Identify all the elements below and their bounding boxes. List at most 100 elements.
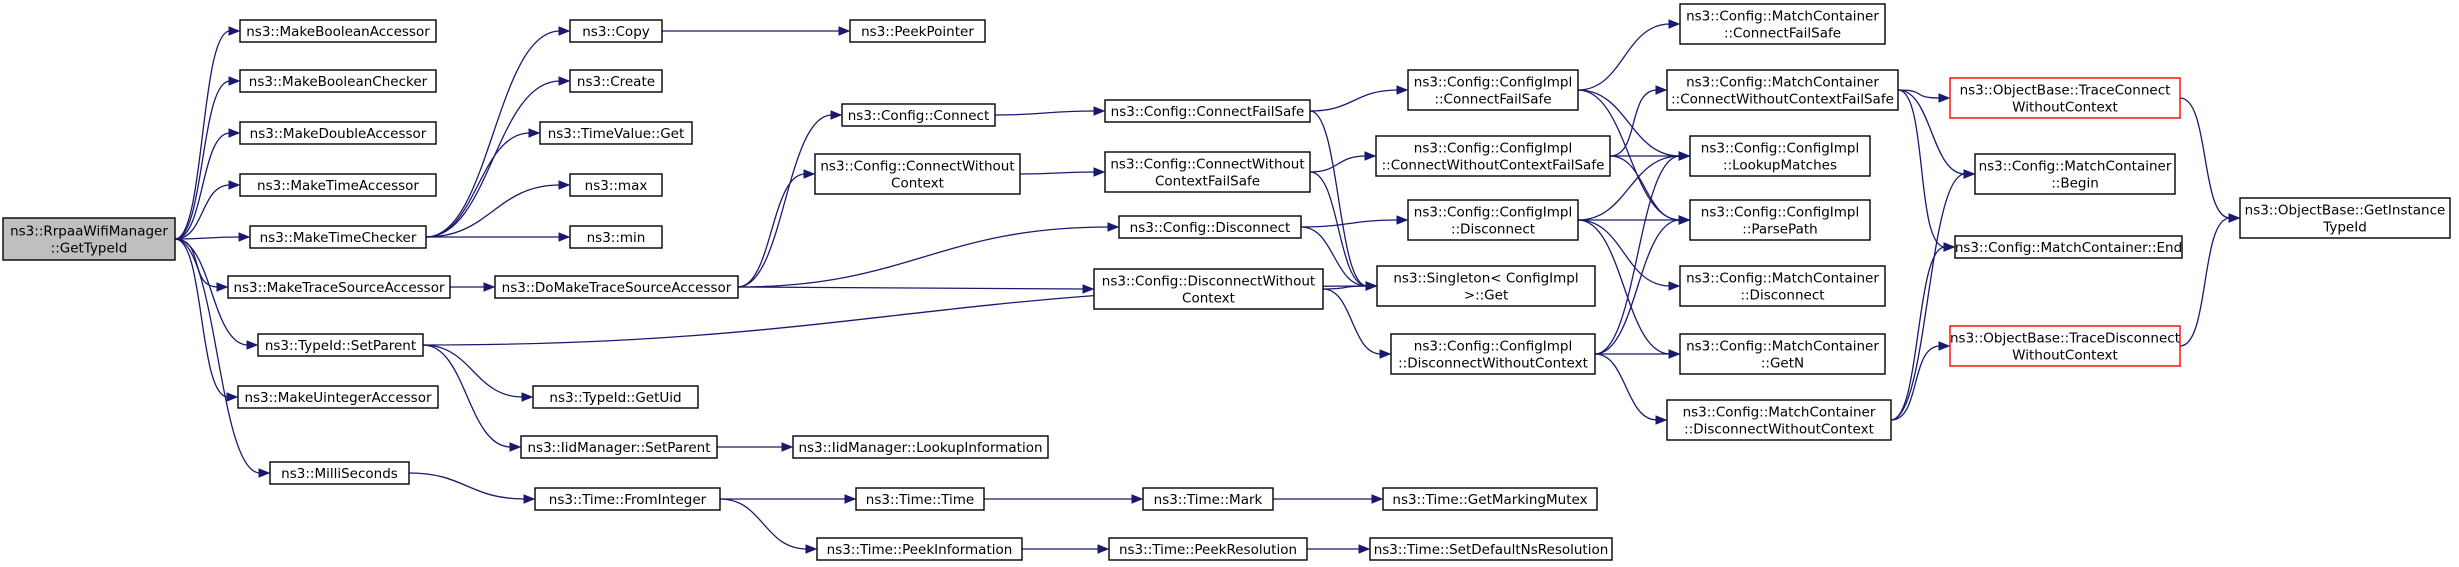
node-mc-disconnect[interactable]: ns3::Config::MatchContainer::Disconnect [1679, 265, 1886, 307]
node-config-connect-fail-safe[interactable]: ns3::Config::ConnectFailSafe [1104, 99, 1311, 123]
node-create[interactable]: ns3::Create [569, 69, 663, 93]
node-time-value-get[interactable]: ns3::TimeValue::Get [539, 121, 693, 145]
node-make-double-accessor[interactable]: ns3::MakeDoubleAccessor [239, 121, 437, 145]
node-box [1108, 537, 1308, 561]
node-time-peek-resolution[interactable]: ns3::Time::PeekResolution [1108, 537, 1308, 561]
node-label: ns3::Config::MatchContainer [1979, 159, 2172, 175]
node-make-uinteger-accessor[interactable]: ns3::MakeUintegerAccessor [237, 385, 439, 409]
node-config-connect-without-context-fail-safe[interactable]: ns3::Config::ConnectWithoutContextFailSa… [1104, 151, 1311, 193]
node-label: ::ConnectFailSafe [1434, 92, 1551, 108]
node-label: ::ParsePath [1742, 222, 1817, 238]
node-config-disconnect-without-context[interactable]: ns3::Config::DisconnectWithoutContext [1093, 268, 1324, 310]
node-mc-get-n[interactable]: ns3::Config::MatchContainer::GetN [1679, 333, 1886, 375]
node-singleton-get[interactable]: ns3::Singleton< ConfigImpl >::Get [1376, 265, 1596, 307]
node-label: ::GetN [1761, 356, 1804, 372]
edge-impl-connect-fail-safe-to-mc-connect-fail-safe [1577, 23, 1671, 91]
node-do-make-trace-source-accessor[interactable]: ns3::DoMakeTraceSourceAccessor [494, 275, 739, 299]
node-ob-trace-connect-without-context[interactable]: ns3::ObjectBase::TraceConnectWithoutCont… [1949, 77, 2181, 119]
node-iid-lookup-information[interactable]: ns3::IidManager::LookupInformation [792, 435, 1049, 459]
node-box [1104, 99, 1311, 123]
node-box [257, 333, 424, 357]
node-config-connect[interactable]: ns3::Config::Connect [841, 103, 996, 127]
edge-arrowhead [1938, 341, 1951, 351]
node-time-from-integer[interactable]: ns3::Time::FromInteger [534, 487, 721, 511]
node-peek-pointer[interactable]: ns3::PeekPointer [849, 19, 986, 43]
node-box [1390, 333, 1596, 375]
edge-do-make-trace-source-accessor-to-config-connect-without-context [737, 173, 806, 288]
edge-config-connect-to-config-connect-fail-safe [994, 110, 1096, 116]
node-type-id-get-uid[interactable]: ns3::TypeId::GetUid [532, 385, 699, 409]
edge-arrowhead [1365, 281, 1378, 291]
node-label: ns3::ObjectBase::TraceConnect [1960, 83, 2171, 99]
node-label: ns3::MakeTimeAccessor [257, 178, 419, 194]
node-label: ns3::Time::GetMarkingMutex [1392, 492, 1587, 508]
node-make-boolean-checker[interactable]: ns3::MakeBooleanChecker [239, 69, 437, 93]
edge-arrowhead [521, 392, 534, 402]
node-mc-disconnect-without-context[interactable]: ns3::Config::MatchContainer::DisconnectW… [1666, 399, 1892, 441]
node-mc-begin[interactable]: ns3::Config::MatchContainer::Begin [1974, 153, 2176, 195]
node-box [1949, 325, 2181, 367]
node-ob-trace-disconnect-without-context[interactable]: ns3::ObjectBase::TraceDisconnectWithoutC… [1949, 325, 2181, 367]
node-iid-set-parent[interactable]: ns3::IidManager::SetParent [520, 435, 718, 459]
edge-mc-connect-without-context-fail-safe-to-mc-end [1897, 89, 1946, 248]
edge-root-to-make-time-checker [174, 236, 241, 240]
node-box [520, 435, 718, 459]
edge-arrowhead [228, 76, 241, 86]
node-label: ns3::TimeValue::Get [548, 126, 685, 142]
node-time-time[interactable]: ns3::Time::Time [855, 487, 985, 511]
node-milli-seconds[interactable]: ns3::MilliSeconds [269, 461, 410, 485]
edge-mc-disconnect-without-context-to-ob-trace-disconnect-without-context [1890, 345, 1941, 421]
node-impl-disconnect-without-context[interactable]: ns3::Config::ConfigImpl::DisconnectWitho… [1390, 333, 1596, 375]
node-label: ns3::Config::Disconnect [1130, 220, 1291, 236]
node-mc-connect-without-context-fail-safe[interactable]: ns3::Config::MatchContainer::ConnectWith… [1666, 69, 1899, 111]
node-label: ns3::MilliSeconds [281, 466, 398, 482]
node-box [239, 121, 437, 145]
edge-arrowhead [1668, 19, 1681, 29]
edge-impl-disconnect-without-context-to-impl-parse-path [1594, 219, 1681, 355]
node-label: ns3::Config::ConfigImpl [1701, 141, 1859, 157]
node-root[interactable]: ns3::RrpaaWifiManager::GetTypeId [2, 217, 176, 261]
edge-arrowhead [558, 26, 571, 36]
node-impl-connect-fail-safe[interactable]: ns3::Config::ConfigImpl::ConnectFailSafe [1407, 69, 1579, 111]
node-box [1118, 215, 1302, 239]
node-max[interactable]: ns3::max [569, 173, 663, 197]
node-label: ns3::Singleton< ConfigImpl [1393, 271, 1578, 287]
node-time-mark[interactable]: ns3::Time::Mark [1142, 487, 1274, 511]
node-label: ns3::PeekPointer [861, 24, 974, 40]
node-box [539, 121, 693, 145]
node-mc-end[interactable]: ns3::Config::MatchContainer::End [1954, 235, 2183, 259]
node-impl-disconnect[interactable]: ns3::Config::ConfigImpl::Disconnect [1407, 199, 1579, 241]
edge-time-from-integer-to-time-peek-information [719, 498, 808, 550]
node-impl-lookup-matches[interactable]: ns3::Config::ConfigImpl::LookupMatches [1689, 135, 1871, 177]
edge-arrowhead [1668, 281, 1681, 291]
node-make-time-accessor[interactable]: ns3::MakeTimeAccessor [239, 173, 437, 197]
node-make-boolean-accessor[interactable]: ns3::MakeBooleanAccessor [239, 19, 437, 43]
node-box [1093, 268, 1324, 310]
node-config-connect-without-context[interactable]: ns3::Config::ConnectWithoutContext [814, 153, 1021, 195]
node-min[interactable]: ns3::min [569, 225, 663, 249]
node-impl-connect-without-context-fail-safe[interactable]: ns3::Config::ConfigImpl::ConnectWithoutC… [1375, 135, 1611, 177]
edge-config-connect-without-context-to-config-connect-without-context-fail-safe [1019, 171, 1096, 175]
node-box [1375, 135, 1611, 177]
node-time-set-default-ns-resolution[interactable]: ns3::Time::SetDefaultNsResolution [1369, 537, 1613, 561]
node-make-time-checker[interactable]: ns3::MakeTimeChecker [249, 225, 427, 249]
node-time-get-marking-mutex[interactable]: ns3::Time::GetMarkingMutex [1382, 487, 1598, 511]
node-impl-parse-path[interactable]: ns3::Config::ConfigImpl::ParsePath [1689, 199, 1871, 241]
node-label: ns3::Config::ConfigImpl [1414, 141, 1572, 157]
node-type-id-set-parent[interactable]: ns3::TypeId::SetParent [257, 333, 424, 357]
node-time-peek-information[interactable]: ns3::Time::PeekInformation [816, 537, 1023, 561]
node-box [1407, 69, 1579, 111]
edge-arrowhead [803, 169, 816, 179]
node-copy[interactable]: ns3::Copy [569, 19, 663, 43]
edge-do-make-trace-source-accessor-to-config-disconnect [737, 226, 1110, 288]
edge-impl-connect-without-context-fail-safe-to-impl-parse-path [1609, 155, 1681, 221]
node-config-disconnect[interactable]: ns3::Config::Disconnect [1118, 215, 1302, 239]
node-label: ns3::Config::ConnectWithout [1110, 157, 1304, 173]
node-label: ns3::DoMakeTraceSourceAccessor [502, 280, 732, 296]
edge-arrowhead [483, 282, 496, 292]
node-mc-connect-fail-safe[interactable]: ns3::Config::MatchContainer::ConnectFail… [1679, 3, 1886, 45]
node-make-trace-source-accessor[interactable]: ns3::MakeTraceSourceAccessor [227, 275, 451, 299]
edge-arrowhead [216, 282, 229, 292]
